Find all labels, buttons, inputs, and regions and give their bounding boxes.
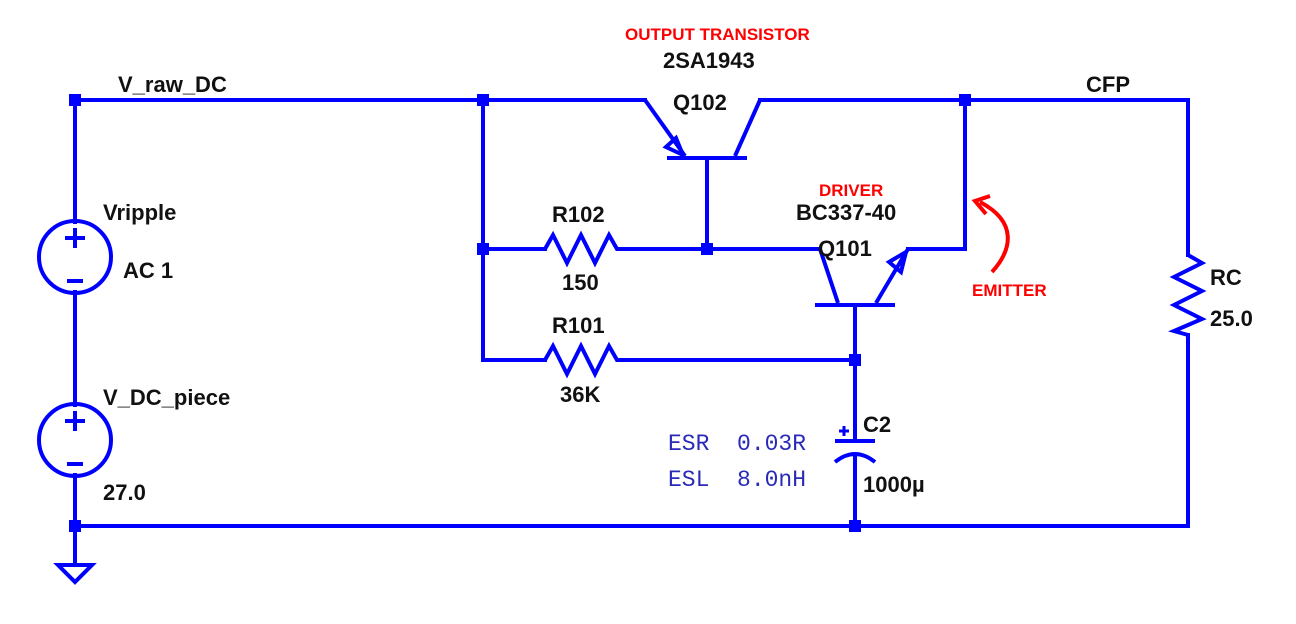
net-label-cfp: CFP	[1086, 72, 1130, 97]
junction-dot	[849, 354, 861, 366]
junction-dot	[959, 94, 971, 106]
resistor-rc-icon	[1168, 253, 1207, 337]
junction-dot	[701, 243, 713, 255]
source-vdc-value: 27.0	[103, 480, 146, 505]
source-vdc	[37, 402, 113, 478]
r102-ref: R102	[552, 202, 605, 227]
q102-collector-leg	[733, 99, 762, 157]
source-vdc-name: V_DC_piece	[103, 385, 230, 410]
ground-icon	[53, 563, 97, 585]
source-vripple-name: Vripple	[103, 200, 176, 225]
q102-ref: Q102	[673, 90, 727, 115]
q101-part-number: BC337-40	[796, 200, 896, 225]
q101-ref: Q101	[818, 236, 872, 261]
c2-value: 1000µ	[863, 472, 925, 497]
wires	[73, 98, 1190, 565]
junction-dot	[477, 243, 489, 255]
r102-value: 150	[562, 270, 599, 295]
junction-dot	[69, 520, 81, 532]
rc-ref: RC	[1210, 265, 1242, 290]
source-vripple-value: AC 1	[123, 258, 173, 283]
q101-emitter-arrow-icon	[885, 247, 910, 276]
driver-annotation: DRIVER	[819, 181, 883, 200]
q102-emitter-arrow-icon	[662, 134, 687, 160]
junction-dot	[477, 94, 489, 106]
c2-esl-param: ESL 8.0nH	[668, 467, 806, 493]
emitter-callout-arrow-icon	[971, 194, 1010, 274]
voltage-source-icon	[37, 219, 113, 295]
q102-part-number: 2SA1943	[663, 48, 755, 73]
capacitor-c2-icon	[833, 426, 877, 464]
resistor-r102-icon	[543, 230, 625, 268]
source-vripple	[37, 219, 113, 295]
c2-ref: C2	[863, 412, 891, 437]
transistor-q102-icon	[643, 98, 762, 160]
q101-collector-leg	[818, 248, 840, 304]
output-transistor-annotation: OUTPUT TRANSISTOR	[625, 25, 810, 44]
net-label-raw-dc: V_raw_DC	[118, 72, 227, 97]
junction-dot	[849, 520, 861, 532]
rc-value: 25.0	[1210, 306, 1253, 331]
transistor-q101-icon	[815, 247, 910, 307]
resistor-r101-icon	[543, 341, 625, 379]
junction-dot	[69, 94, 81, 106]
voltage-source-icon	[37, 402, 113, 478]
junctions	[69, 94, 971, 532]
emitter-callout-label: EMITTER	[972, 281, 1047, 300]
c2-esr-param: ESR 0.03R	[668, 431, 806, 457]
r101-value: 36K	[560, 382, 600, 407]
r101-ref: R101	[552, 313, 605, 338]
